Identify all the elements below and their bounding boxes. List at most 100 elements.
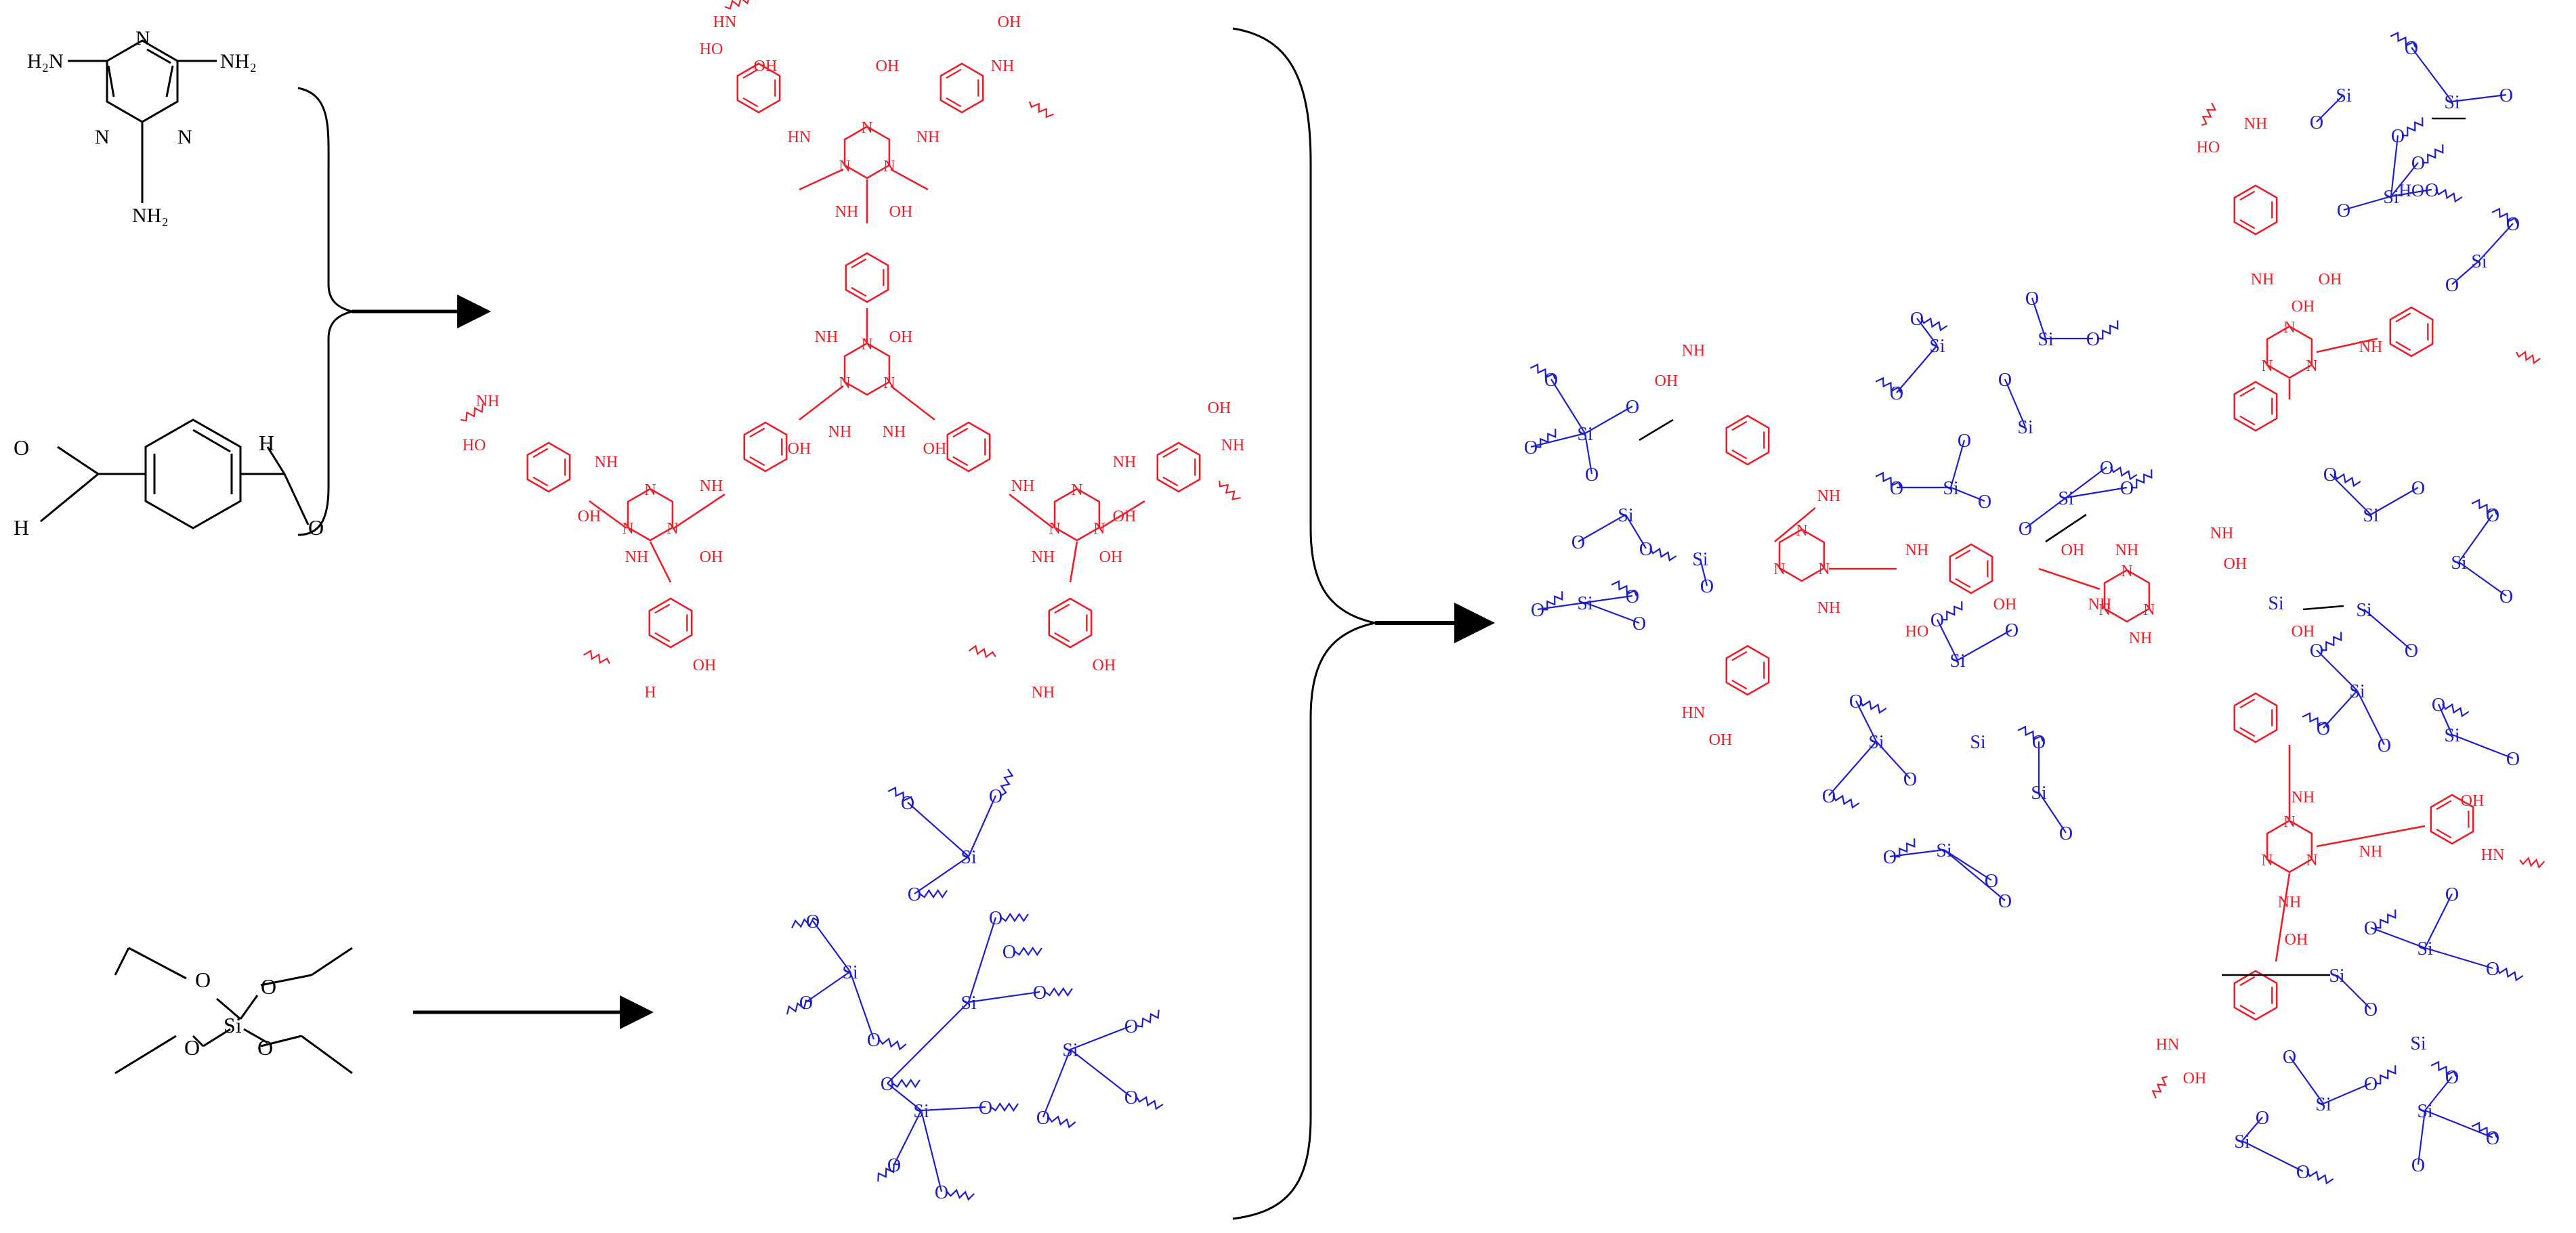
wavy-bond [1529,363,1557,380]
atom-label: O [2086,329,2100,350]
atom-label: HN [1682,704,1706,722]
wavy-bond [2151,1075,2168,1099]
bond [2424,893,2453,949]
wavy-bond [1534,429,1557,448]
bond [907,802,969,857]
wavy-bond [1832,794,1860,809]
atom-label: OH [923,440,947,458]
double-bond [1731,679,1748,690]
benzene-ring [2233,381,2278,432]
bond [2458,514,2493,563]
bond [2275,873,2291,962]
wavy-bond [1611,580,1638,597]
atom-label: NH [2210,525,2234,542]
atom-label: O [1585,464,1599,485]
atom-label: N [1071,481,1082,499]
melamine-labels: H₂N NH₂ NH₂ N N N [27,27,257,227]
atom-label: NH [835,203,859,221]
atom-label: O [2019,519,2032,540]
atom-label: NH [1032,684,1055,701]
atom-label: OH [788,440,811,458]
bond [2336,974,2371,1010]
double-bond [2239,387,2256,397]
wavy-bond [724,0,749,10]
atom-label: O [2378,735,2391,756]
bond [589,500,627,529]
bond [914,856,969,894]
bond [2065,486,2128,499]
benzene-ring [2233,184,2278,236]
double-bond [2239,1004,2256,1015]
bond [2370,487,2419,515]
terephthalaldehyde-structure [40,418,310,529]
triazine-ring [1778,528,1825,582]
wavy-bond [2491,207,2518,224]
hybrid-product-network: NNNNNNNNNNNNNHNHNHOHOHNHNHOHNHOHNHHONHNH… [1524,31,2546,1185]
atom-label: N [2261,852,2273,869]
atom-label: NH [476,393,500,410]
atom-label: OH [889,328,913,346]
wavy-bond [1649,547,1677,562]
bond [1550,378,1586,434]
bond [1876,741,1911,779]
atom-label: NH [1817,488,1841,505]
wavy-bond [2471,1121,2498,1138]
wavy-bond [791,917,819,929]
atom-label: O [1124,1016,1138,1037]
wavy-bond [2401,117,2424,137]
atom-label: N [1049,520,1060,538]
atom-label: O [1883,847,1897,868]
double-bond [1054,632,1070,643]
wavy-bond [460,404,484,422]
double-bond [2395,312,2411,323]
bond [2363,609,2412,651]
atom-label: NH [1011,477,1035,495]
bond [2316,94,2344,123]
atom-label: N [883,374,895,392]
bond [2451,260,2480,285]
atom-label: Si [2315,1094,2331,1115]
bond [1699,558,1708,586]
bond [2045,513,2087,543]
atom-label: O [2411,478,2425,499]
atom-label: NH [2244,115,2268,133]
atom-label: O [1890,478,1903,499]
atom-label: NH [991,58,1015,75]
bond [2451,733,2514,760]
bond [2411,47,2453,102]
bond [2038,792,2067,834]
atom-label: O [2100,458,2113,479]
atom-label: OH [2061,542,2085,559]
triazine-ring [2103,569,2151,623]
atom-label: N [839,374,850,392]
atom-label: Si [2451,553,2467,574]
atom-label: O [2310,112,2323,133]
atom-label: NH [883,423,906,441]
atom-label: NH [1221,437,1245,454]
atom-label: NH [595,454,618,471]
atom-label: NH [2278,894,2302,911]
atom-label: OH [2292,623,2315,641]
aldehyde-h-2: H [259,431,274,455]
atom-label: N [644,481,656,499]
atom-label: Si [2336,85,2352,106]
double-bond [2239,415,2256,426]
wavy-bond [1875,471,1902,488]
atom-label: O [2296,1162,2310,1183]
bond [2031,297,2047,339]
double-bond [1731,449,1748,460]
atom-label: O [908,884,921,905]
double-bond [742,68,759,79]
aldehyde-o-1: O [14,435,29,460]
double-bond [1731,651,1748,662]
bond [2478,223,2514,261]
triazine-ring [627,488,674,542]
benzene-ring [1725,645,1770,696]
benzene-ring [845,252,889,303]
double-bond [1162,476,1179,487]
atom-label: O [1978,492,1991,513]
bond [1950,486,1985,502]
atom-label: O [1700,576,1714,597]
double-bond [1054,603,1070,614]
